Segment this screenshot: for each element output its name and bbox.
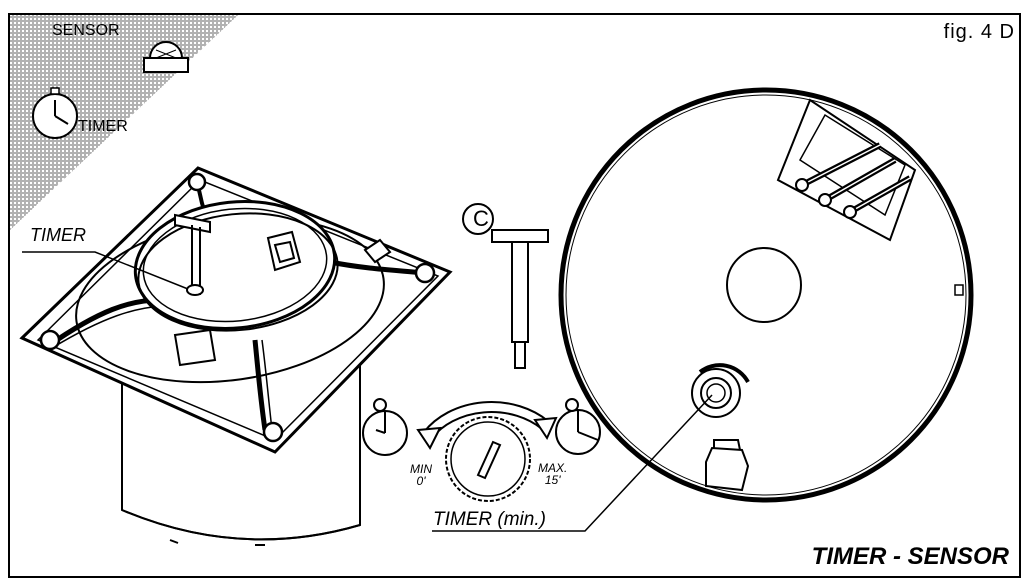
- dial-min-value: 0': [416, 474, 426, 488]
- fan-timer-label: TIMER: [30, 225, 86, 245]
- dial-max-word: MAX.: [538, 461, 568, 475]
- corner-sensor-label: SENSOR: [52, 22, 120, 39]
- figure-border: [8, 13, 1021, 578]
- timer-leader-line: [22, 251, 189, 290]
- tool-letter-label: C: [473, 206, 489, 231]
- dial-title: TIMER (min.): [433, 509, 546, 530]
- dial-max-value: 15': [544, 473, 561, 487]
- tool-c-drawing: [462, 203, 549, 369]
- timer-dial-drawing: [416, 401, 558, 502]
- dial-max-label: MAX. 15': [538, 462, 567, 486]
- dial-min-label: MIN 0': [410, 463, 432, 487]
- corner-timer-label: TIMER: [78, 118, 128, 135]
- dial-min-word: MIN: [410, 462, 432, 476]
- figure-number: fig. 4 D: [943, 21, 1015, 43]
- timer-min-leader-line: [432, 394, 713, 532]
- stopwatch-icon: [32, 87, 78, 139]
- min-stopwatch-icon: [362, 398, 408, 456]
- sensor-icon: [143, 41, 189, 73]
- max-stopwatch-icon: [555, 398, 601, 455]
- round-back-view: [558, 87, 974, 503]
- fan-unit-drawing: [19, 166, 453, 546]
- footer-title: TIMER - SENSOR: [811, 543, 1009, 570]
